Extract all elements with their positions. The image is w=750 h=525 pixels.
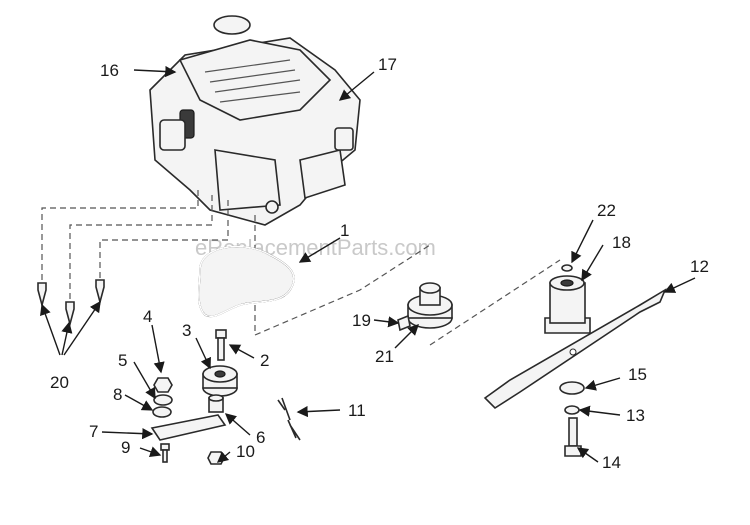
idler-spring — [277, 397, 301, 441]
bolt-9 — [160, 443, 170, 463]
callout-1: 1 — [340, 221, 349, 240]
callout-5: 5 — [118, 351, 127, 370]
idler-arm — [150, 414, 227, 441]
callout-10: 10 — [236, 442, 255, 461]
key-19 — [397, 314, 411, 332]
engine — [149, 15, 361, 226]
washer-15 — [559, 381, 585, 395]
washer-5 — [153, 394, 173, 406]
callout-12: 12 — [690, 257, 709, 276]
idler-pulley — [202, 365, 238, 397]
callout-8: 8 — [113, 385, 122, 404]
callout-19: 19 — [352, 311, 371, 330]
callout-9: 9 — [121, 438, 130, 457]
callout-20: 20 — [50, 373, 69, 392]
nut-4 — [153, 377, 173, 393]
engine-bolts — [37, 279, 105, 328]
nut-10 — [207, 451, 225, 465]
callout-16: 16 — [100, 61, 119, 80]
blade-adapter — [407, 282, 453, 329]
callout-18: 18 — [612, 233, 631, 252]
callout-7: 7 — [89, 422, 98, 441]
callout-11: 11 — [348, 401, 366, 420]
callout-21: 21 — [375, 347, 394, 366]
callout-15: 15 — [628, 365, 647, 384]
callout-17: 17 — [378, 55, 397, 74]
washer-22 — [561, 264, 573, 272]
callout-2: 2 — [260, 351, 269, 370]
callout-4: 4 — [143, 307, 152, 326]
callout-22: 22 — [597, 201, 616, 220]
callout-13: 13 — [626, 406, 645, 425]
blade-hub — [544, 275, 591, 334]
callout-6: 6 — [256, 428, 265, 447]
callout-14: 14 — [602, 453, 621, 472]
washer-13 — [564, 405, 580, 415]
blade-bolt — [564, 417, 582, 457]
idler-bolt — [215, 329, 227, 361]
callout-3: 3 — [182, 321, 191, 340]
mower-blade — [483, 288, 667, 410]
spacer — [208, 394, 224, 413]
washer-8 — [152, 406, 172, 418]
